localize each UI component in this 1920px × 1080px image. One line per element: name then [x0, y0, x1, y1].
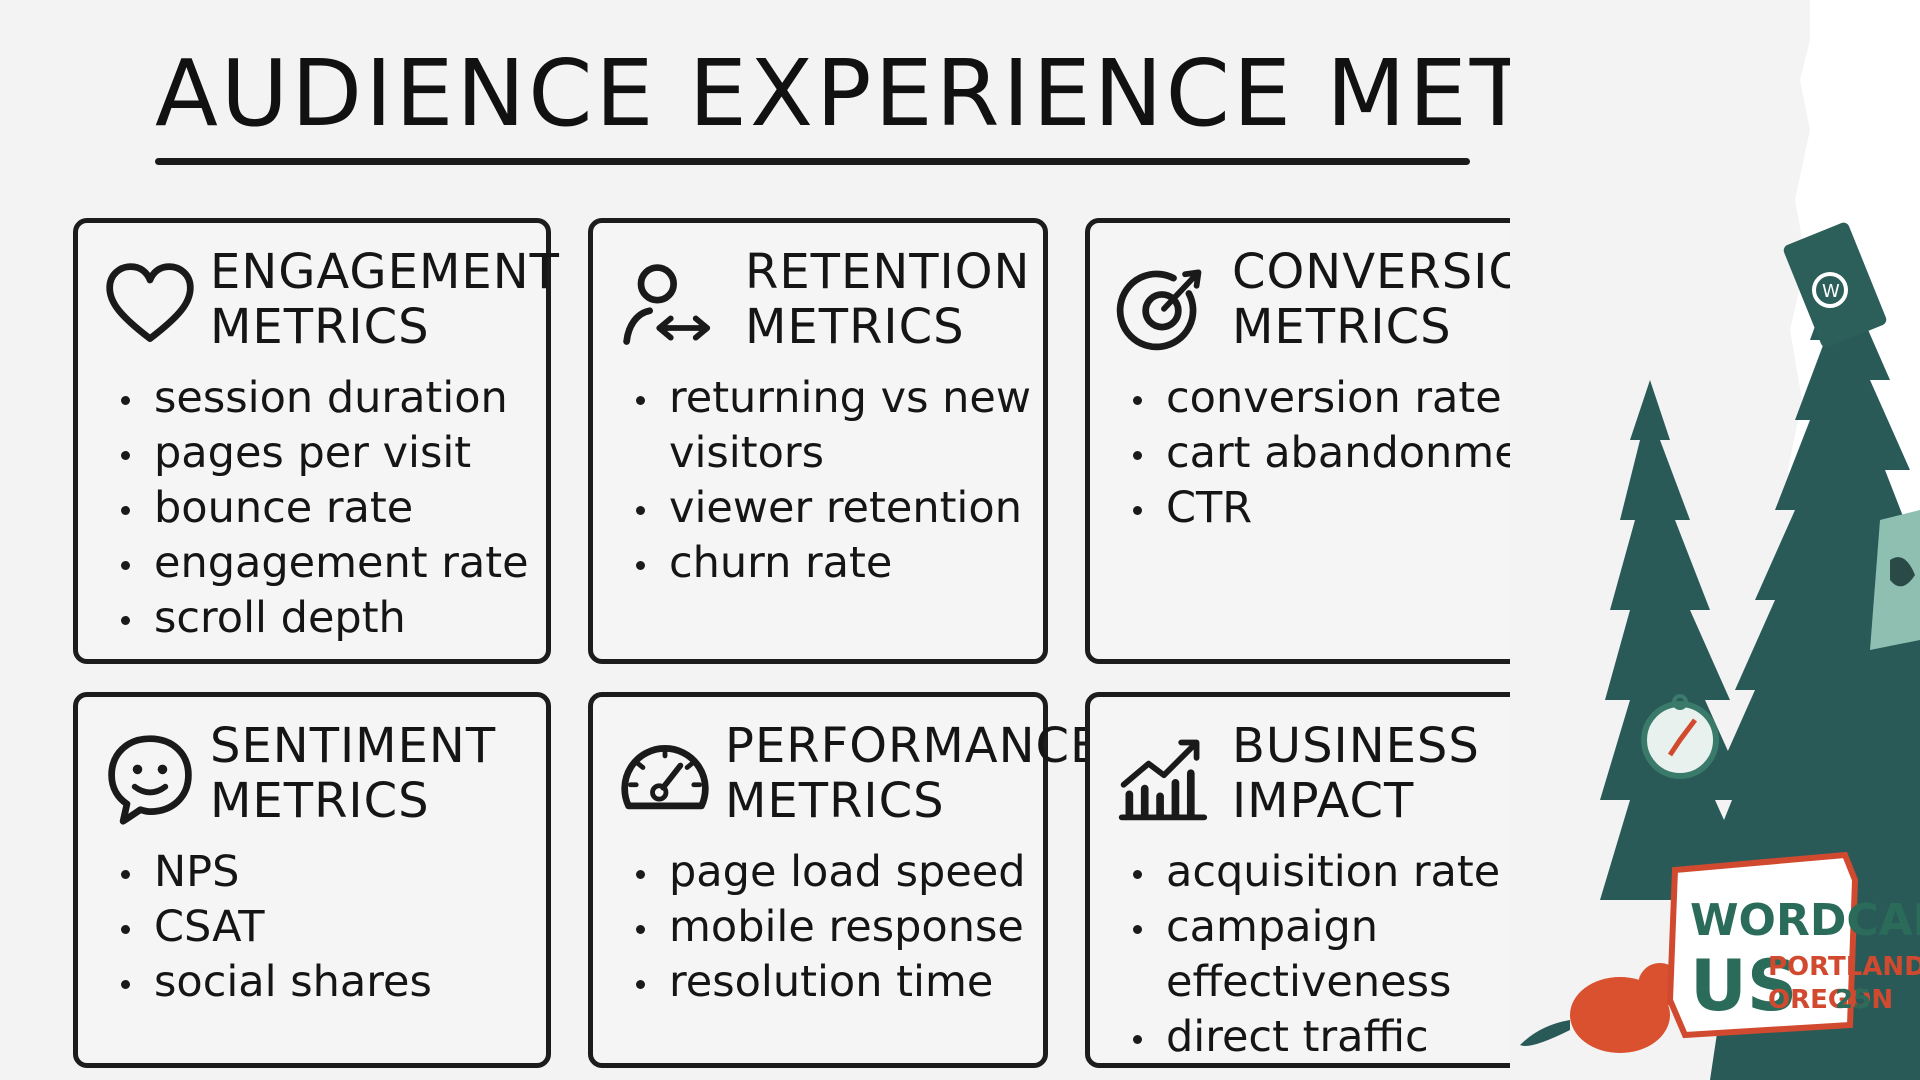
metric-list: acquisition rate campaign effectiveness …: [1128, 845, 1500, 1065]
svg-text:25: 25: [1835, 985, 1871, 1015]
list-item: direct traffic: [1128, 1010, 1500, 1065]
page-title: AUDIENCE EXPERIENCE METRICS: [155, 40, 1755, 147]
metric-list: session duration pages per visit bounce …: [116, 371, 529, 646]
list-item: cart abandonment: [1128, 426, 1565, 481]
metric-list: NPS CSAT social shares: [116, 845, 432, 1010]
book-icon: W: [1783, 222, 1887, 348]
list-item: CTR: [1128, 481, 1565, 536]
list-item: bounce rate: [116, 481, 529, 536]
list-item: CSAT: [116, 900, 432, 955]
target-icon: [1116, 269, 1202, 351]
list-item: churn rate: [631, 536, 1031, 591]
map-icon: [1870, 510, 1920, 650]
list-item: campaign: [1128, 900, 1500, 955]
list-item: engagement rate: [116, 536, 529, 591]
list-item: acquisition rate: [1128, 845, 1500, 900]
compass-icon: [1641, 694, 1719, 779]
svg-text:OREGON: OREGON: [1768, 985, 1893, 1015]
user-exchange-icon: [623, 264, 711, 345]
svg-text:PORTLAND: PORTLAND: [1768, 952, 1920, 982]
list-item: scroll depth: [116, 591, 529, 646]
forest-illustration: W WORDCAMP US PORTLAND OREGON 25: [1510, 0, 1920, 1080]
metric-list: returning vs new visitors viewer retenti…: [631, 371, 1031, 591]
title-underline: [155, 158, 1470, 165]
svg-text:US: US: [1690, 945, 1797, 1027]
list-item: resolution time: [631, 955, 1026, 1010]
list-item: pages per visit: [116, 426, 529, 481]
wordcamp-badge: WORDCAMP US PORTLAND OREGON 25: [1666, 851, 1920, 1039]
list-item: page load speed: [631, 845, 1026, 900]
list-item: viewer retention: [631, 481, 1031, 536]
list-item: mobile response: [631, 900, 1026, 955]
svg-text:W: W: [1822, 281, 1840, 302]
list-item: session duration: [116, 371, 529, 426]
metric-list: page load speed mobile response resoluti…: [631, 845, 1026, 1010]
svg-text:WORDCAMP: WORDCAMP: [1690, 895, 1920, 946]
list-item: social shares: [116, 955, 432, 1010]
list-item: conversion rate: [1128, 371, 1565, 426]
heart-icon: [106, 263, 194, 342]
speedometer-icon: [621, 745, 709, 810]
list-item: visitors: [669, 428, 824, 478]
growth-chart-icon: [1118, 739, 1208, 821]
smiley-chat-icon: [108, 735, 192, 825]
list-item: effectiveness: [1166, 957, 1452, 1007]
list-item: returning vs new: [631, 371, 1031, 426]
list-item: NPS: [116, 845, 432, 900]
metric-list: conversion rate cart abandonment CTR: [1128, 371, 1565, 536]
